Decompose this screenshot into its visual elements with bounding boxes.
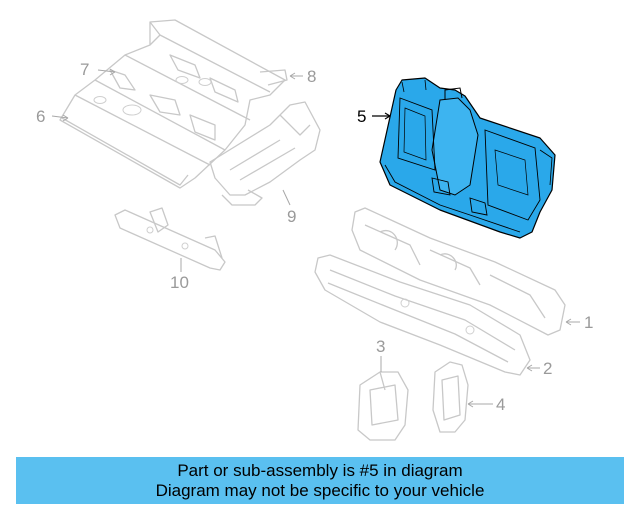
part-6-7-8-floor-pan <box>59 19 288 189</box>
part-2-lower-panel <box>314 254 531 376</box>
banner-line-2: Diagram may not be specific to your vehi… <box>155 480 485 500</box>
callout-3: 3 <box>376 337 386 356</box>
callout-7: 7 <box>80 60 90 79</box>
part-10-bar <box>114 207 226 271</box>
callout-8: 8 <box>307 67 317 86</box>
part-4-bracket <box>432 361 469 433</box>
banner-line-1: Part or sub-assembly is #5 in diagram <box>177 460 463 480</box>
part-5-highlighted-panel <box>379 77 556 239</box>
callout-9: 9 <box>287 207 297 226</box>
callout-5: 5 <box>357 107 367 126</box>
parts-diagram <box>51 19 580 441</box>
callout-6: 6 <box>36 107 46 126</box>
callout-4: 4 <box>496 395 506 414</box>
callout-2: 2 <box>543 359 553 378</box>
part-1-upper-panel <box>351 207 566 336</box>
info-banner: Part or sub-assembly is #5 in diagram Di… <box>16 457 624 504</box>
part-9-bracket <box>209 101 321 206</box>
leader-lines <box>51 68 580 408</box>
part-3-bracket <box>357 371 409 441</box>
callout-10: 10 <box>170 273 189 292</box>
callout-1: 1 <box>584 313 594 332</box>
